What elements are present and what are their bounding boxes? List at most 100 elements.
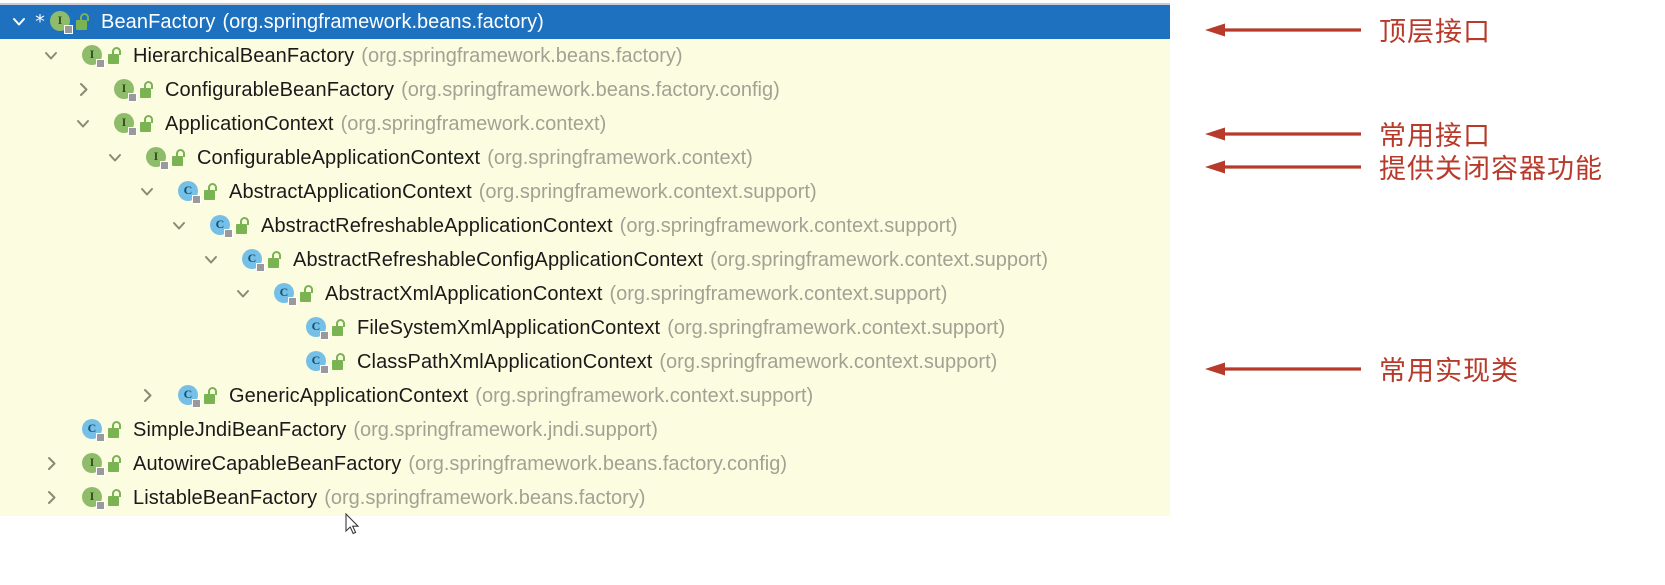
tree-row[interactable]: *IAutowireCapableBeanFactory(org.springf…	[0, 447, 1170, 481]
tree-row[interactable]: *I BeanFactory (org.springframework.beans.…	[0, 5, 1170, 39]
tree-item-class-name: AbstractRefreshableApplicationContext	[261, 214, 613, 237]
tree-row[interactable]: *CAbstractRefreshableApplicationContext(…	[0, 209, 1170, 243]
tree-item-package-name: (org.springframework.beans.factory.confi…	[408, 452, 787, 475]
tree-indent	[0, 362, 264, 363]
tree-item-class-name: FileSystemXmlApplicationContext	[357, 316, 661, 339]
class-icon: C	[178, 384, 201, 408]
interface-icon: I	[50, 10, 73, 34]
annotation: 常用接口	[1205, 114, 1491, 153]
tree-row[interactable]: *CAbstractRefreshableConfigApplicationCo…	[0, 243, 1170, 277]
chevron-right-icon[interactable]	[40, 447, 62, 481]
public-unlocked-padlock-icon	[236, 216, 252, 236]
modified-asterisk-icon: *	[35, 10, 45, 33]
tree-item-class-name: SimpleJndiBeanFactory	[133, 418, 347, 441]
annotation: 顶层接口	[1205, 10, 1491, 49]
public-unlocked-padlock-icon	[204, 182, 220, 202]
tree-item-package-name: (org.springframework.context.support)	[710, 248, 1049, 271]
tree-row[interactable]: *CAbstractApplicationContext(org.springf…	[0, 175, 1170, 209]
tree-item-class-name: ConfigurableBeanFactory	[165, 78, 395, 101]
interface-icon: I	[114, 112, 137, 136]
class-icon: C	[306, 350, 329, 374]
annotation: 提供关闭容器功能	[1205, 147, 1603, 186]
tree-row[interactable]: *CClassPathXmlApplicationContext(org.spr…	[0, 345, 1170, 379]
tree-item-package-name: (org.springframework.beans.factory)	[222, 10, 544, 33]
tree-row[interactable]: *CFileSystemXmlApplicationContext(org.sp…	[0, 311, 1170, 345]
class-icon: C	[274, 282, 297, 306]
tree-indent	[0, 260, 200, 261]
public-unlocked-padlock-icon	[268, 250, 284, 270]
chevron-down-icon[interactable]	[232, 277, 254, 311]
tree-indent	[0, 464, 40, 465]
chevron-down-icon[interactable]	[72, 107, 94, 141]
annotation-label: 顶层接口	[1379, 17, 1491, 48]
tree-indent	[0, 158, 104, 159]
tree-item-package-name: (org.springframework.context.support)	[478, 180, 817, 203]
mouse-cursor-icon	[345, 512, 361, 537]
tree-indent	[0, 430, 40, 431]
tree-item-class-name: GenericApplicationContext	[229, 384, 469, 407]
public-unlocked-padlock-icon	[172, 148, 188, 168]
public-unlocked-padlock-icon	[76, 12, 92, 32]
tree-row[interactable]: *IConfigurableApplicationContext(org.spr…	[0, 141, 1170, 175]
tree-indent	[0, 294, 232, 295]
tree-item-package-name: (org.springframework.beans.factory.confi…	[401, 78, 780, 101]
public-unlocked-padlock-icon	[108, 454, 124, 474]
tree-item-class-name: BeanFactory	[101, 10, 216, 33]
tree-indent	[0, 192, 136, 193]
left-arrow-icon	[1205, 158, 1361, 176]
chevron-down-icon[interactable]	[168, 209, 190, 243]
tree-item-class-name: HierarchicalBeanFactory	[133, 44, 355, 67]
tree-item-class-name: ApplicationContext	[165, 112, 334, 135]
tree-item-class-name: AutowireCapableBeanFactory	[133, 452, 402, 475]
class-icon: C	[178, 180, 201, 204]
tree-item-class-name: ConfigurableApplicationContext	[197, 146, 481, 169]
class-icon: C	[82, 418, 105, 442]
interface-icon: I	[146, 146, 169, 170]
public-unlocked-padlock-icon	[204, 386, 220, 406]
public-unlocked-padlock-icon	[108, 488, 124, 508]
tree-row[interactable]: *IHierarchicalBeanFactory(org.springfram…	[0, 39, 1170, 73]
chevron-right-icon[interactable]	[72, 73, 94, 107]
annotation-label: 提供关闭容器功能	[1379, 154, 1603, 185]
annotation: 常用实现类	[1205, 349, 1519, 388]
tree-indent	[0, 124, 72, 125]
interface-icon: I	[82, 452, 105, 476]
public-unlocked-padlock-icon	[332, 352, 348, 372]
tree-row[interactable]: *CSimpleJndiBeanFactory(org.springframew…	[0, 413, 1170, 447]
chevron-right-icon[interactable]	[136, 379, 158, 413]
tree-item-package-name: (org.springframework.context.support)	[659, 350, 998, 373]
tree-indent	[0, 498, 40, 499]
public-unlocked-padlock-icon	[108, 420, 124, 440]
tree-item-package-name: (org.springframework.context)	[340, 112, 607, 135]
tree-item-package-name: (org.springframework.context.support)	[619, 214, 958, 237]
chevron-down-icon[interactable]	[200, 243, 222, 277]
chevron-down-icon[interactable]	[40, 39, 62, 73]
public-unlocked-padlock-icon	[140, 114, 156, 134]
tree-row[interactable]: *CAbstractXmlApplicationContext(org.spri…	[0, 277, 1170, 311]
interface-icon: I	[82, 486, 105, 510]
tree-indent	[0, 226, 168, 227]
interface-icon: I	[114, 78, 137, 102]
left-arrow-icon	[1205, 21, 1361, 39]
tree-row[interactable]: *CGenericApplicationContext(org.springfr…	[0, 379, 1170, 413]
public-unlocked-padlock-icon	[108, 46, 124, 66]
public-unlocked-padlock-icon	[300, 284, 316, 304]
tree-item-package-name: (org.springframework.beans.factory)	[361, 44, 683, 67]
tree-item-class-name: ClassPathXmlApplicationContext	[357, 350, 653, 373]
chevron-right-icon[interactable]	[40, 481, 62, 515]
chevron-down-icon[interactable]	[8, 5, 30, 39]
chevron-down-icon[interactable]	[136, 175, 158, 209]
tree-item-class-name: ListableBeanFactory	[133, 486, 318, 509]
tree-row[interactable]: *IApplicationContext(org.springframework…	[0, 107, 1170, 141]
tree-row[interactable]: *IConfigurableBeanFactory(org.springfram…	[0, 73, 1170, 107]
tree-indent	[0, 56, 40, 57]
chevron-down-icon[interactable]	[104, 141, 126, 175]
public-unlocked-padlock-icon	[140, 80, 156, 100]
tree-item-class-name: AbstractXmlApplicationContext	[325, 282, 603, 305]
tree-item-package-name: (org.springframework.jndi.support)	[353, 418, 658, 441]
interface-icon: I	[82, 44, 105, 68]
tree-row[interactable]: *IListableBeanFactory(org.springframewor…	[0, 481, 1170, 515]
left-arrow-icon	[1205, 125, 1361, 143]
